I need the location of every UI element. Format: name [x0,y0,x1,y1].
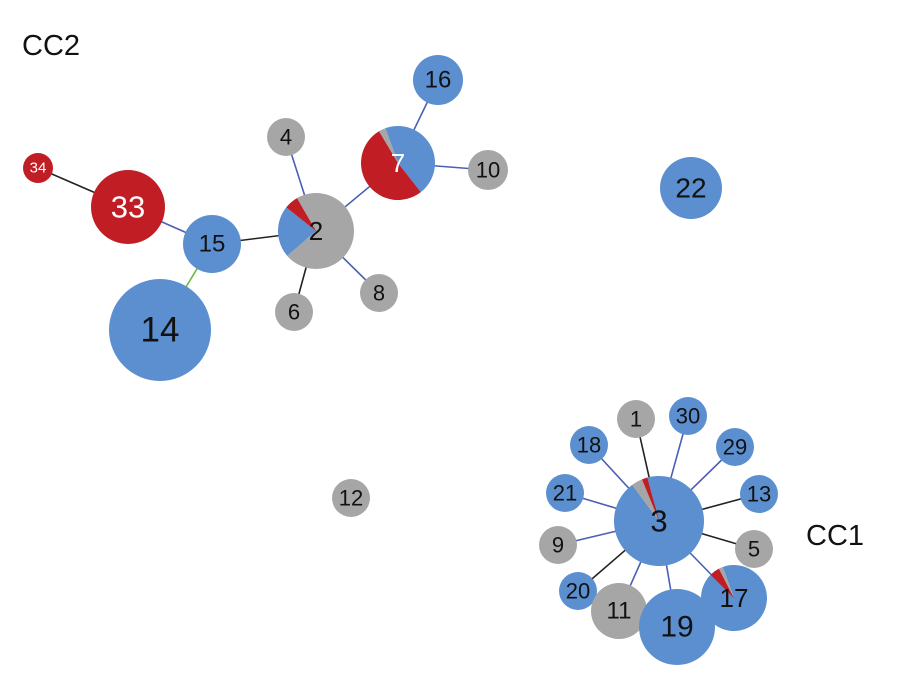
node-3-slice-gray [632,479,659,521]
node-22: 22 [660,157,722,219]
node-10-circle [468,150,508,190]
node-3: 3 [614,475,705,566]
node-18-circle [570,426,608,464]
node-17-slice-gray [718,566,734,598]
node-18-label: 18 [577,433,601,458]
node-15-label: 15 [199,231,226,258]
node-1: 1 [617,400,655,438]
node-19: 19 [639,589,715,665]
node-22-circle [660,157,722,219]
node-2-slice-red [286,198,316,231]
node-21-circle [546,474,584,512]
node-22-label: 22 [675,173,706,204]
cluster-label-cc1: CC1 [806,520,865,552]
node-8-circle [360,274,398,312]
node-3-slice-blue [614,475,705,566]
node-6-circle [275,293,313,331]
node-17-slice-red [710,568,734,598]
node-2-slice-gray [287,193,354,269]
node-13: 13 [740,475,778,513]
node-33-circle [91,170,165,244]
node-10-label: 10 [476,158,500,183]
node-6-label: 6 [288,300,300,325]
node-10: 10 [468,150,508,190]
node-2-label: 2 [309,216,323,246]
node-21: 21 [546,474,584,512]
node-30-label: 30 [676,404,700,429]
node-29: 29 [716,428,754,466]
node-3-label: 3 [650,504,667,539]
node-7-label: 7 [391,148,405,178]
node-16-label: 16 [425,67,452,94]
node-2: 2 [278,193,354,269]
node-16: 16 [413,55,463,105]
node-13-circle [740,475,778,513]
node-11-label: 11 [607,598,632,625]
node-4: 4 [267,118,305,156]
node-14-label: 14 [141,311,180,350]
node-20: 20 [559,572,597,610]
node-19-label: 19 [660,611,693,644]
node-11: 11 [591,583,647,639]
node-12-circle [332,479,370,517]
node-8: 8 [360,274,398,312]
node-30-circle [669,397,707,435]
node-1-label: 1 [630,407,642,432]
node-5: 5 [735,530,773,568]
node-4-circle [267,118,305,156]
cluster-label-cc2: CC2 [22,30,81,62]
node-29-label: 29 [723,435,747,460]
node-3-slice-red [641,477,659,521]
node-7-slice-red [361,131,421,200]
node-5-label: 5 [748,537,760,562]
node-19-circle [639,589,715,665]
node-1-circle [617,400,655,438]
node-33-label: 33 [111,190,145,225]
node-33: 33 [91,170,165,244]
node-5-circle [735,530,773,568]
node-4-label: 4 [280,125,292,150]
node-15: 15 [183,215,241,273]
node-34: 34 [23,153,53,183]
node-8-label: 8 [373,281,385,306]
node-9-label: 9 [552,533,564,558]
node-6: 6 [275,293,313,331]
node-15-circle [183,215,241,273]
node-7-slice-gray [379,128,398,163]
node-20-circle [559,572,597,610]
node-30: 30 [669,397,707,435]
node-21-label: 21 [553,481,577,506]
node-20-label: 20 [566,579,590,604]
node-13-label: 13 [747,482,771,507]
node-9: 9 [539,526,577,564]
node-17-label: 17 [720,583,749,613]
node-11-circle [591,583,647,639]
node-34-circle [23,153,53,183]
node-9-circle [539,526,577,564]
node-18: 18 [570,426,608,464]
node-29-circle [716,428,754,466]
node-14: 14 [109,279,211,381]
node-7-slice-blue [385,125,436,193]
node-12-label: 12 [339,486,363,511]
node-12: 12 [332,479,370,517]
node-16-circle [413,55,463,105]
node-14-circle [109,279,211,381]
node-7: 7 [361,125,436,200]
node-34-label: 34 [30,160,47,177]
node-17: 17 [701,565,768,632]
node-2-slice-blue [278,207,316,256]
